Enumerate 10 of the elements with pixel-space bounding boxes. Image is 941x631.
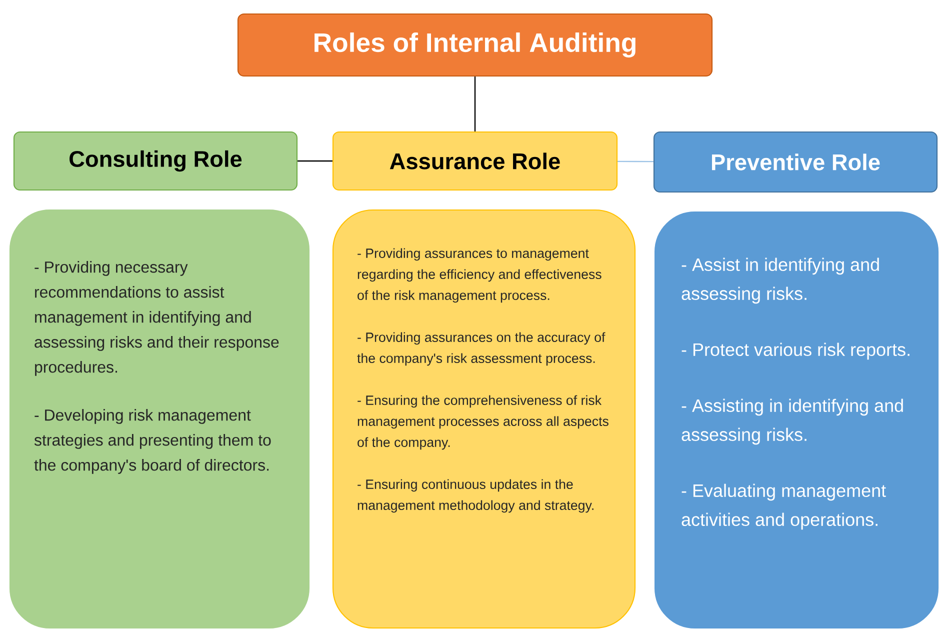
title-box: Roles of Internal Auditing [237, 13, 713, 77]
text-card: - Assist in identifying and assessing risks. - Protect various risk reports. - Assisting in identifying and assessing risks. - Evaluating management activities and operations. [654, 211, 939, 629]
header-box: Consulting Role [13, 131, 298, 191]
header-box: Assurance Role [332, 131, 618, 191]
connector-line [298, 160, 332, 162]
connector-line [618, 160, 654, 162]
text-card: - Providing assurances to management regarding the efficiency and effectiveness of the risk management process. - Providing assurances on the accuracy of the company's risk assessment process. - Ensuring the comprehensiveness of risk management processes across all aspects of the company. - Ensuring continuous updates in the management methodology and strategy. [332, 209, 636, 629]
text-card: - Providing necessary recommendations to assist management in identifying and assessing risks and their response procedures. - Developing risk management strategies and presenting them to the company's board of directors. [9, 209, 310, 629]
header-box: Preventive Role [653, 131, 938, 193]
connector-line [474, 76, 476, 132]
